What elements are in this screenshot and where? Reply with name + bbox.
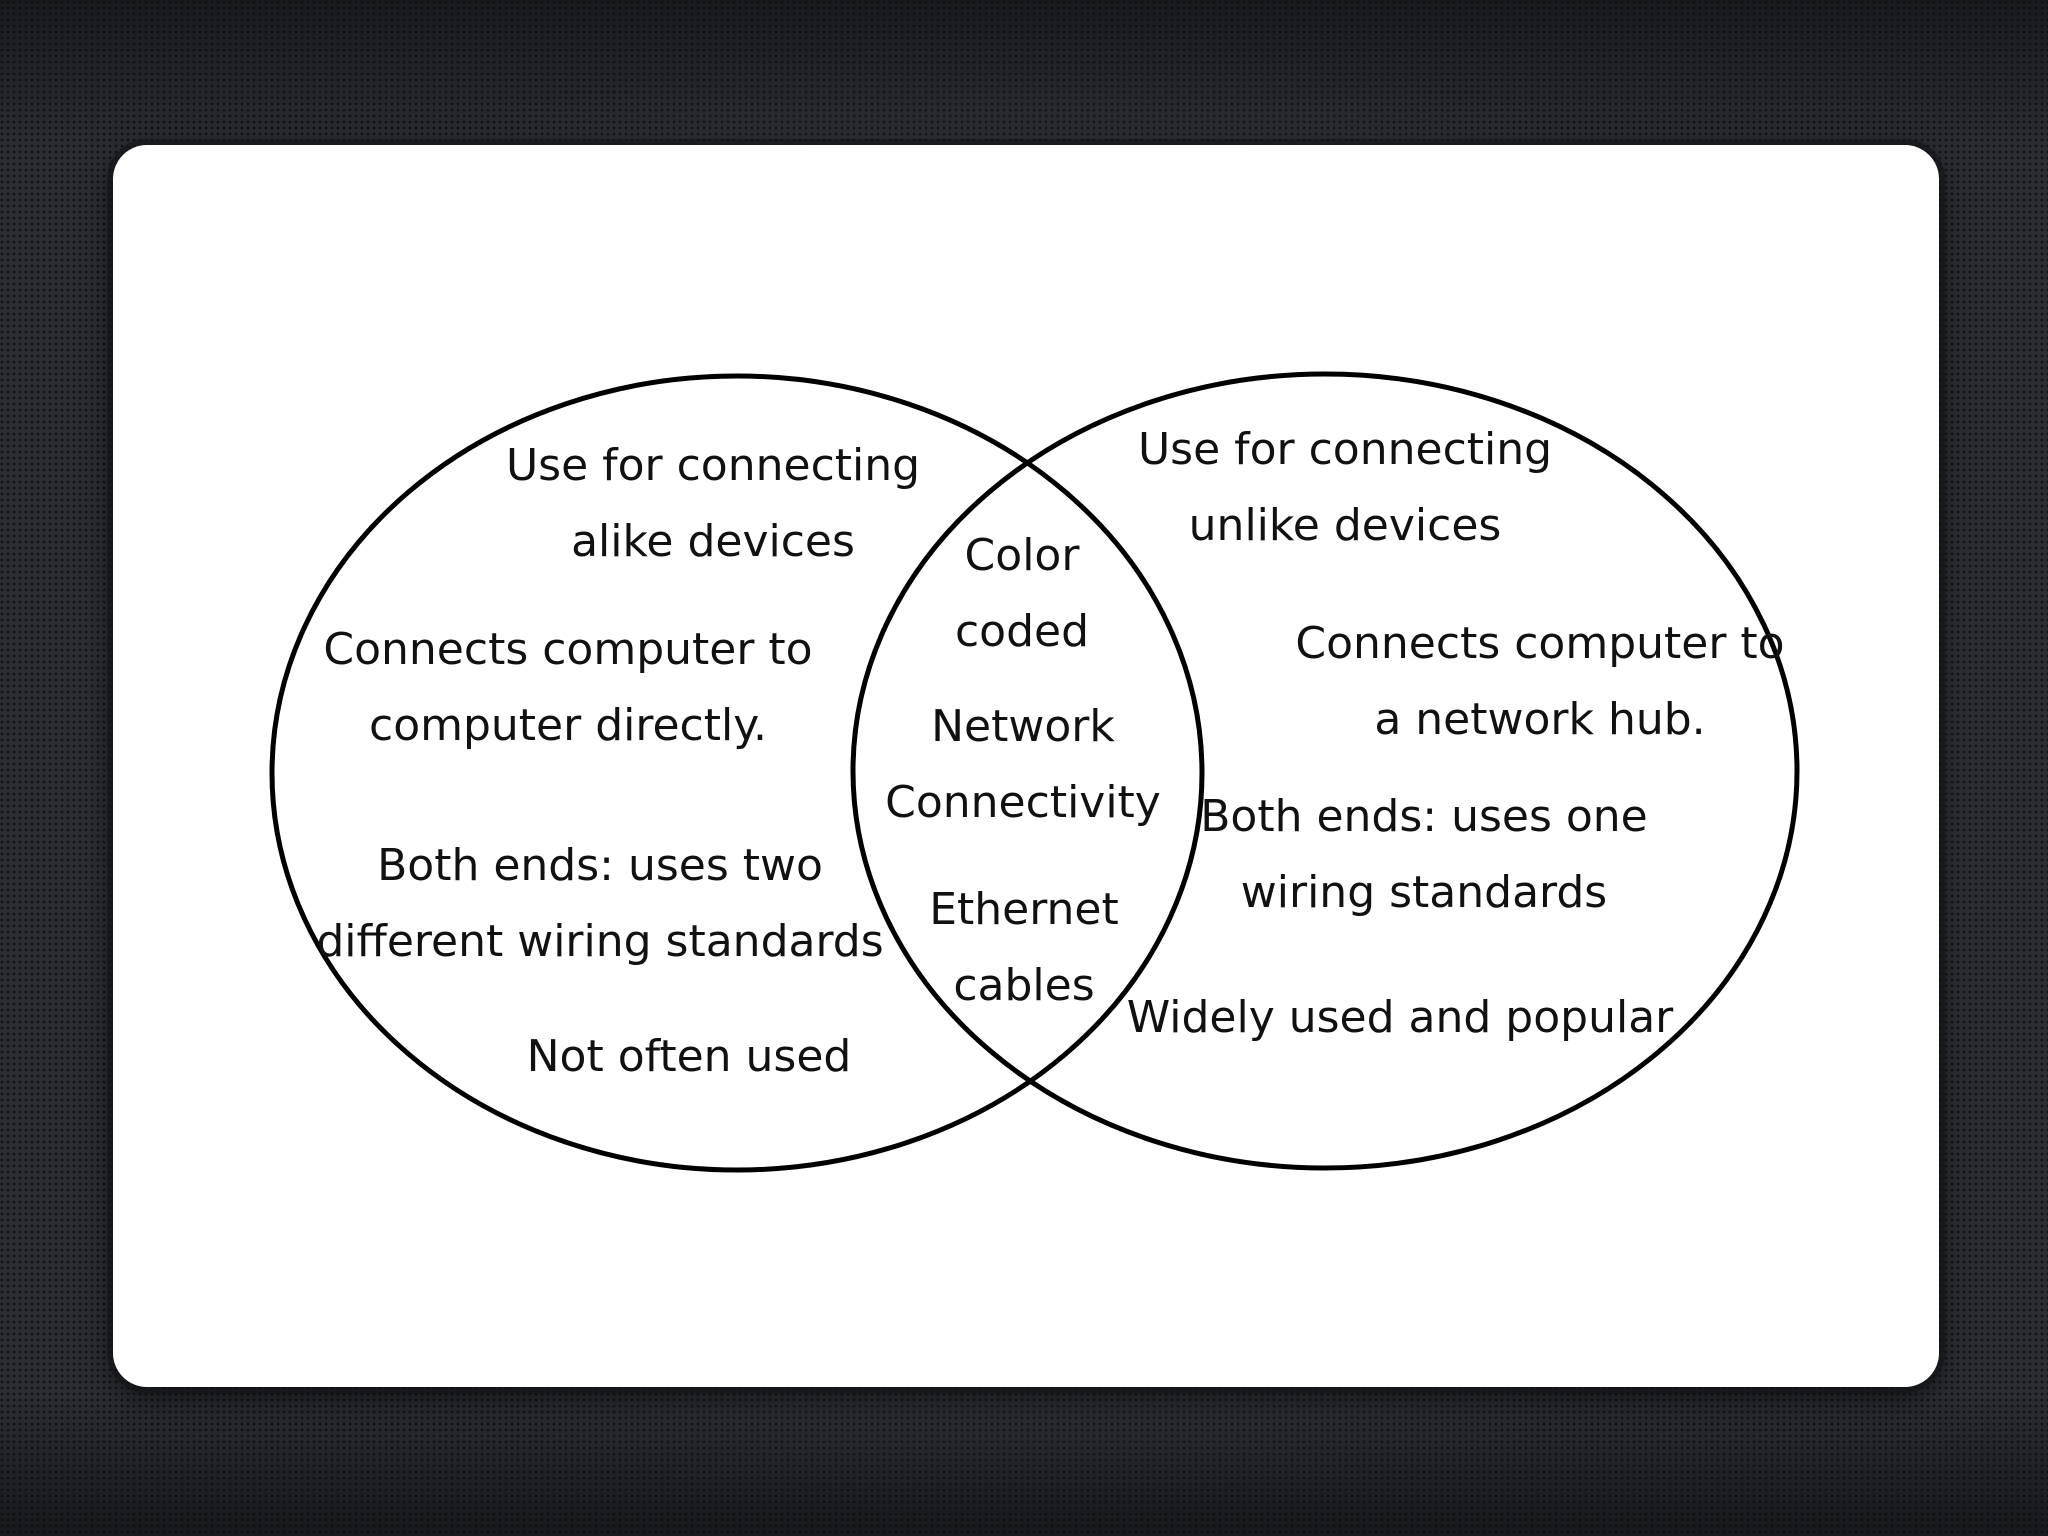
overlap-label-line-6: cables (953, 960, 1094, 1011)
right-circle (850, 371, 1800, 1171)
left-label-line-7: Not often used (527, 1031, 852, 1082)
overlap-label-line-2: coded (955, 606, 1089, 657)
slide-card (113, 145, 1939, 1387)
right-label-line-4: a network hub. (1374, 694, 1705, 745)
left-label-line-2: alike devices (571, 516, 855, 567)
overlap-label-line-1: Color (965, 530, 1081, 581)
left-label-line-1: Use for connecting (506, 440, 920, 491)
right-label-line-6: wiring standards (1241, 867, 1607, 918)
right-label-line-2: unlike devices (1189, 500, 1502, 551)
left-label-line-6: different wiring standards (316, 916, 883, 967)
left-label-line-4: computer directly. (369, 700, 767, 751)
overlap-label-line-3: Network (931, 701, 1115, 752)
overlap-label-line-4: Connectivity (885, 777, 1161, 828)
backdrop-top-shade (0, 0, 2048, 150)
right-label-line-3: Connects computer to (1295, 618, 1784, 669)
overlap-label-line-5: Ethernet (929, 884, 1119, 935)
left-label-line-5: Both ends: uses two (377, 840, 823, 891)
left-circle (269, 373, 1205, 1173)
backdrop-bottom-shade (0, 1396, 2048, 1536)
right-label-line-1: Use for connecting (1138, 424, 1552, 475)
right-label-line-5: Both ends: uses one (1200, 791, 1648, 842)
right-label-line-7: Widely used and popular (1127, 992, 1674, 1043)
left-label-line-3: Connects computer to (323, 624, 812, 675)
